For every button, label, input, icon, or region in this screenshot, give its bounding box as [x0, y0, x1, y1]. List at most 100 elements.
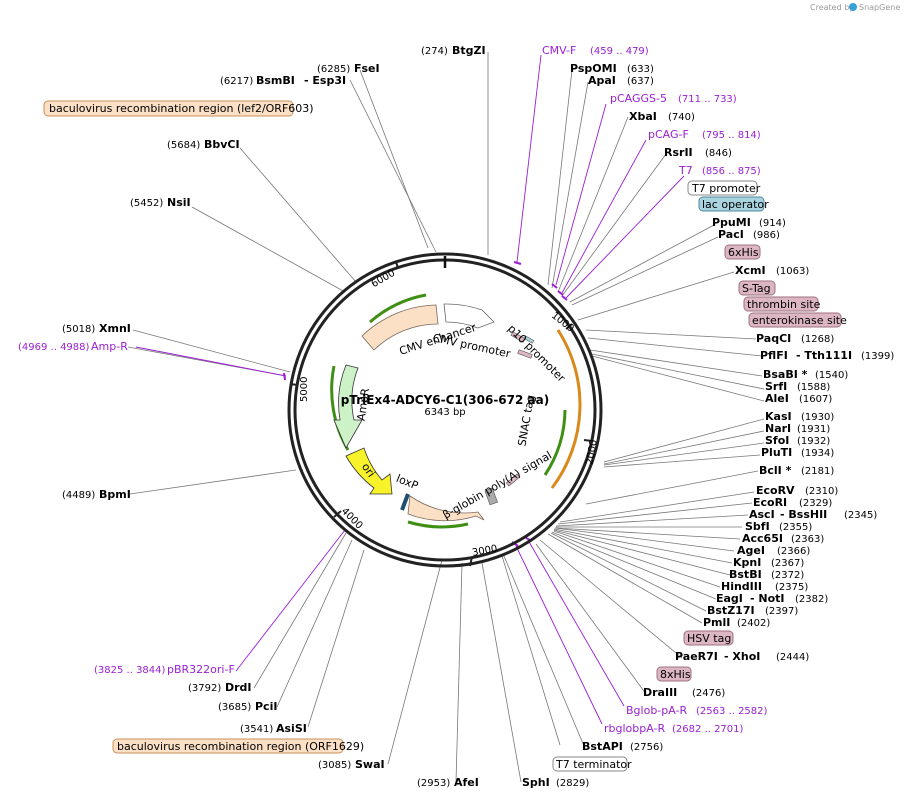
site-name: KasI — [765, 410, 792, 423]
site-num: (2375) — [775, 582, 808, 593]
orf-arrow-bottom — [407, 520, 469, 529]
ori-feature — [345, 447, 393, 495]
site-name: HindIII — [721, 580, 762, 593]
site-name: Acc65I — [742, 532, 783, 545]
box-label: T7 promoter — [691, 182, 761, 195]
site-name: FseI — [354, 62, 380, 75]
primer-num: (459 .. 479) — [590, 46, 649, 57]
site-num: (1607) — [799, 394, 832, 405]
primer-name: Amp-R — [91, 340, 128, 353]
site-name: BpmI — [99, 488, 131, 501]
credit-text: Created by — [810, 3, 854, 12]
ampr-label: AmpR — [355, 387, 372, 422]
beta-globin-polya-feature — [407, 495, 485, 522]
primer-num: (2682 .. 2701) — [672, 724, 744, 735]
site-name: AsiSI — [276, 722, 307, 735]
site-num: (2476) — [692, 688, 725, 699]
tag-feature-2 — [517, 349, 533, 359]
tick-5000: 5000 — [299, 377, 310, 402]
box-label: baculovirus recombination region (lef2/O… — [49, 102, 314, 115]
site-num: (1932) — [797, 436, 830, 447]
tag-feature-3 — [505, 473, 521, 487]
site-name: SrfI — [765, 380, 787, 393]
site-num: (846) — [705, 148, 732, 159]
site-num: (2355) — [779, 522, 812, 533]
site-num: (1268) — [801, 334, 834, 345]
insert-orf-arrow — [550, 329, 582, 489]
site-name: BsmBI — [256, 74, 295, 87]
site-name: SwaI — [355, 758, 385, 771]
site-num: (1934) — [801, 448, 834, 459]
site-num: (2953) — [417, 778, 450, 789]
snapgene-logo-icon — [849, 3, 857, 11]
site-name: BclI * — [759, 464, 792, 477]
tick-1000: 1000 — [549, 310, 576, 334]
site-num: (274) — [421, 46, 448, 57]
site-num: (2367) — [771, 558, 804, 569]
primer-num: (795 .. 814) — [702, 130, 761, 141]
site-extra: - Tth111I — [796, 349, 852, 362]
site-num: (5684) — [167, 140, 200, 151]
site-num: (637) — [627, 76, 654, 87]
site-name: BstBI — [729, 568, 762, 581]
site-name: XbaI — [629, 110, 657, 123]
tick-2000: 2000 — [585, 439, 600, 466]
primer-name: T7 — [678, 164, 693, 177]
site-name: BstAPI — [582, 740, 623, 753]
primer-name: pCAG-F — [648, 128, 689, 141]
primer-num: (2563 .. 2582) — [696, 706, 768, 717]
site-name: SfoI — [765, 434, 789, 447]
site-extra: - Esp3I — [304, 74, 346, 87]
loxp-feature — [400, 493, 410, 511]
site-num: (2329) — [799, 498, 832, 509]
box-label: thrombin site — [747, 298, 821, 311]
orf-arrow-top — [369, 293, 427, 324]
box-label: T7 terminator — [555, 758, 632, 771]
primer-num: (3825 .. 3844) — [94, 665, 166, 676]
box-label: enterokinase site — [752, 314, 847, 327]
lac-operator-feature — [523, 335, 535, 344]
site-name: AscI — [749, 508, 775, 521]
box-label: 8xHis — [660, 668, 691, 681]
site-name: PpuMI — [712, 216, 751, 229]
site-name: BtgZI — [452, 44, 486, 57]
site-num: (2382) — [795, 594, 828, 605]
site-name: DraIII — [643, 686, 677, 699]
site-num: (1588) — [797, 382, 830, 393]
site-name: BbvCI — [204, 138, 240, 151]
site-num: (2372) — [771, 570, 804, 581]
primer-name: rbglobpA-R — [604, 722, 665, 735]
site-extra: - XhoI — [724, 650, 760, 663]
site-num: (1063) — [776, 266, 809, 277]
site-num: (633) — [627, 64, 654, 75]
site-name: EagI — [716, 592, 743, 605]
primer-num: (711 .. 733) — [678, 94, 737, 105]
site-name: NarI — [765, 422, 791, 435]
site-num: (4489) — [62, 490, 95, 501]
boxed-labels: baculovirus recombination region (lef2/O… — [43, 100, 847, 772]
tick-3000: 3000 — [471, 544, 498, 559]
site-num: (740) — [668, 112, 695, 123]
box-label: 6xHis — [728, 246, 759, 259]
site-num: (1540) — [815, 370, 848, 381]
site-num: (3685) — [218, 702, 251, 713]
primer-num: (856 .. 875) — [702, 166, 761, 177]
site-num: (6285) — [317, 64, 350, 75]
primer-name: Bglob-pA-R — [626, 704, 688, 717]
site-num: (3085) — [318, 760, 351, 771]
site-num: (2402) — [737, 618, 770, 629]
site-num: (2397) — [765, 606, 798, 617]
site-num: (3792) — [188, 683, 221, 694]
site-num: (5452) — [130, 198, 163, 209]
primer-labels: CMV-F (459 .. 479) pCAGGS-5 (711 .. 733)… — [18, 44, 768, 735]
site-num: (2310) — [805, 486, 838, 497]
cmv-promoter-feature — [443, 303, 495, 329]
site-name: SphI — [522, 776, 550, 789]
site-num: (2829) — [556, 778, 589, 789]
primer-name: CMV-F — [542, 44, 576, 57]
site-num: (2444) — [776, 652, 809, 663]
site-num: (914) — [759, 218, 786, 229]
plasmid-name: pTriEx4-ADCY6-C1(306-672 aa) — [341, 393, 549, 407]
site-labels: (274) BtgZI (6285) FseI (6217) BsmBI - E… — [62, 44, 894, 789]
